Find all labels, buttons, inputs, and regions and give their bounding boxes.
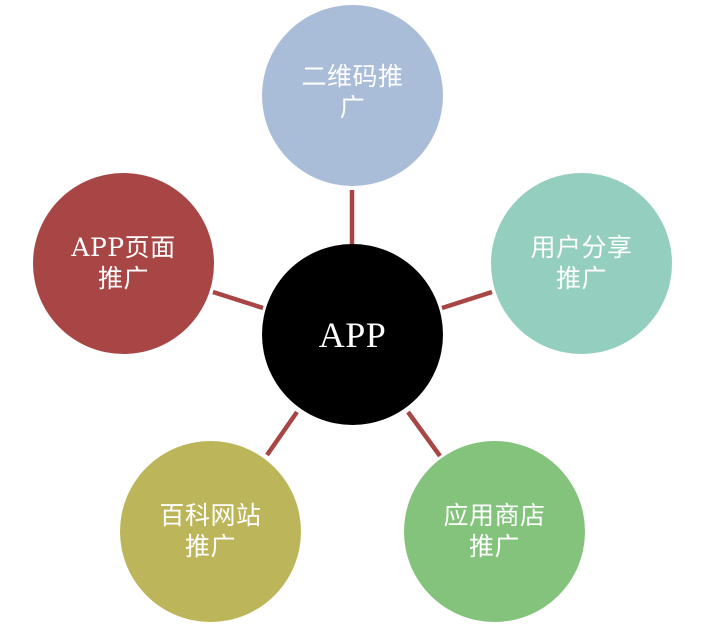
node-bottom-right-label: 应用商店 推广 (443, 500, 546, 561)
node-right-label: 用户分享 推广 (530, 232, 633, 293)
node-center-label: APP (318, 314, 387, 355)
connector-left (212, 289, 264, 311)
node-bottom-left-label: 百科网站 推广 (159, 500, 262, 561)
node-left-label: APP页面 推广 (71, 232, 176, 293)
connector-bottom-left (265, 410, 299, 457)
node-bottom-right: 应用商店 推广 (404, 441, 585, 622)
node-center-app: APP (262, 244, 443, 425)
connector-bottom-right (406, 410, 442, 458)
node-top: 二维码推 广 (262, 5, 443, 186)
node-bottom-left: 百科网站 推广 (120, 441, 301, 622)
node-left: APP页面 推广 (33, 173, 214, 354)
node-top-label: 二维码推 广 (301, 61, 404, 122)
connector-right (441, 289, 493, 311)
node-right: 用户分享 推广 (491, 173, 672, 354)
